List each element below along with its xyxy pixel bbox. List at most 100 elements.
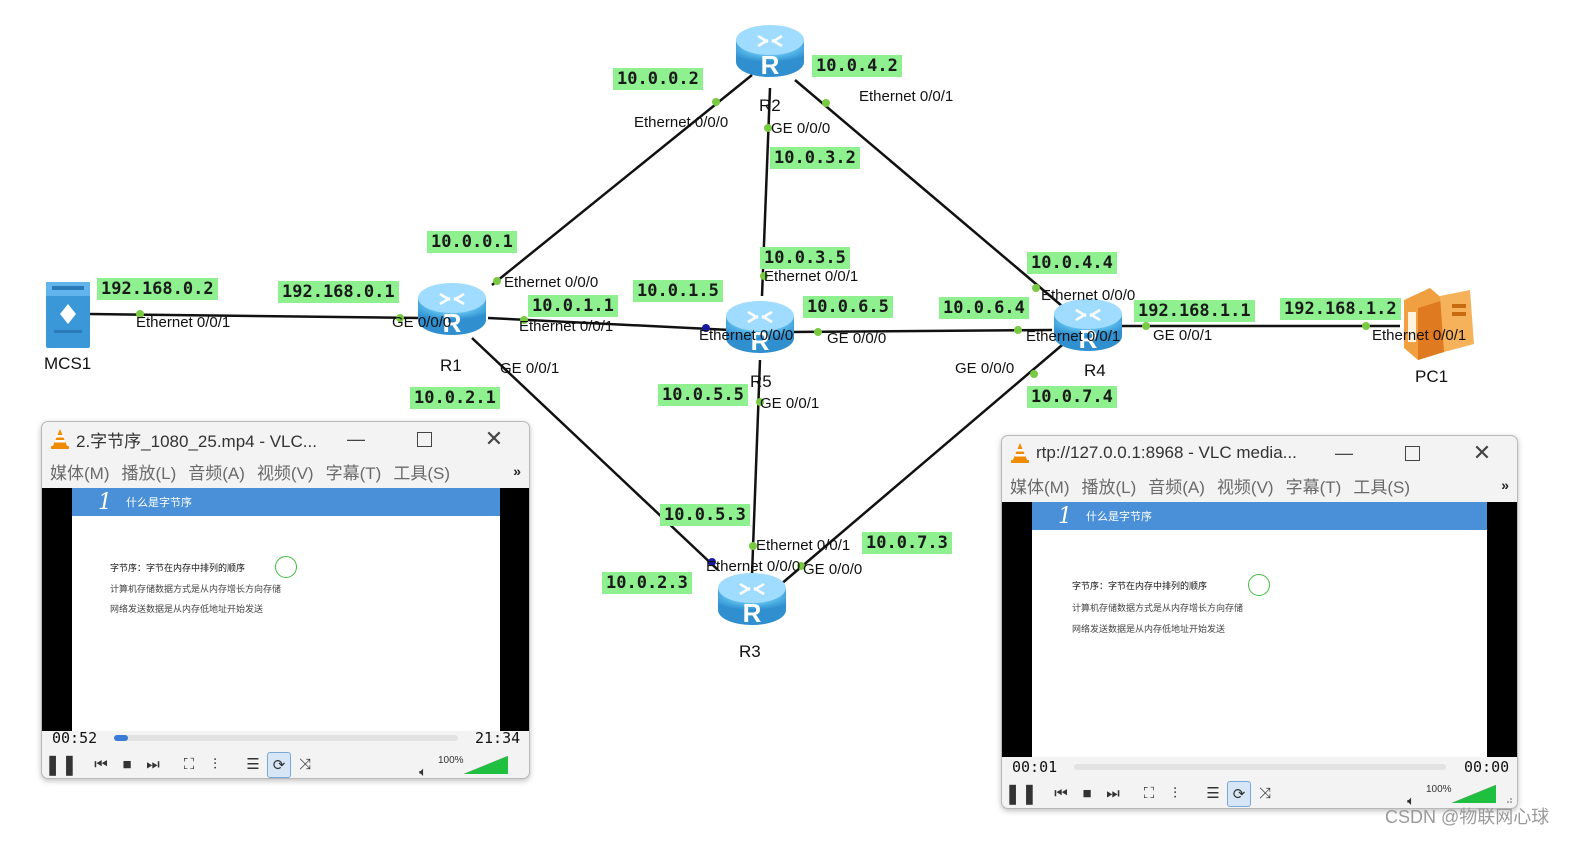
close-icon[interactable]: ✕	[484, 426, 504, 451]
volume-slider[interactable]	[464, 756, 508, 774]
slide-title: 什么是字节序	[126, 497, 192, 509]
ip-label: 192.168.0.2	[97, 278, 218, 300]
stop-icon[interactable]: ■	[122, 755, 132, 773]
slide-text: 计算机存储数据方式是从内存增长方向存储	[1072, 603, 1244, 613]
menu-audio[interactable]: 音频(A)	[1148, 477, 1205, 497]
menu-playback[interactable]: 播放(L)	[121, 463, 177, 483]
menu-media[interactable]: 媒体(M)	[1010, 477, 1070, 497]
next-icon[interactable]: ⏭	[146, 755, 160, 773]
slide-text: 网络发送数据是从内存低地址开始发送	[1072, 624, 1226, 634]
title-bar[interactable]: rtp://127.0.0.1:8968 - VLC media...	[1002, 436, 1517, 470]
slide-header: 1 什么是字节序	[72, 488, 500, 516]
port-label: Ethernet 0/0/0	[504, 274, 599, 291]
loop-icon[interactable]: ⟳	[267, 752, 291, 778]
loop-icon[interactable]: ⟳	[1227, 781, 1251, 807]
ip-label: 10.0.4.4	[1027, 252, 1117, 274]
cursor-indicator	[1248, 574, 1270, 596]
stop-icon[interactable]: ■	[1082, 784, 1092, 802]
port-label: Ethernet 0/0/1	[1026, 328, 1121, 345]
port-label: Ethernet 0/0/1	[519, 318, 614, 335]
pause-icon[interactable]: ❚❚	[44, 753, 78, 776]
ip-label: 10.0.7.3	[862, 532, 952, 554]
shuffle-icon[interactable]: ⤨	[298, 755, 311, 773]
previous-icon[interactable]: ⏮	[1054, 784, 1068, 802]
playlist-icon[interactable]: ☰	[246, 756, 260, 773]
port-label: Ethernet 0/0/1	[859, 88, 954, 105]
minimize-icon[interactable]: —	[1335, 442, 1353, 463]
port-label: GE 0/0/1	[760, 395, 820, 412]
ip-label: 10.0.0.2	[613, 68, 703, 90]
maximize-icon[interactable]	[406, 426, 442, 452]
slide-text: 字节序：字节在内存中排列的顺序	[110, 563, 246, 573]
minimize-icon[interactable]: —	[347, 428, 365, 449]
vlc-window-left[interactable]: 2.字节序_1080_25.mp4 - VLC... — ✕ 媒体(M) 播放(…	[41, 421, 530, 779]
menu-tools[interactable]: 工具(S)	[393, 463, 450, 483]
seek-bar[interactable]	[114, 735, 458, 741]
shuffle-icon[interactable]: ⤨	[1258, 784, 1271, 802]
menu-more-icon[interactable]: »	[1501, 477, 1509, 493]
router-r2-icon[interactable]: R	[734, 22, 806, 80]
equalizer-icon[interactable]: ⫶	[1173, 784, 1177, 802]
cursor-indicator	[275, 556, 297, 578]
menu-subtitle[interactable]: 字幕(T)	[325, 463, 382, 483]
port-dot-active	[702, 324, 710, 332]
port-dot	[520, 316, 528, 324]
server-icon[interactable]	[46, 282, 90, 348]
device-label-r5: R5	[750, 372, 772, 391]
ip-label: 192.168.0.1	[278, 281, 399, 303]
router-r3-icon[interactable]: R	[716, 570, 788, 628]
menu-tools[interactable]: 工具(S)	[1353, 477, 1410, 497]
pause-icon[interactable]: ❚❚	[1004, 782, 1038, 805]
port-dot	[797, 562, 805, 570]
menu-playback[interactable]: 播放(L)	[1081, 477, 1137, 497]
vlc-cone-icon	[51, 429, 69, 449]
ip-label: 192.168.1.2	[1280, 298, 1401, 320]
device-label-r1: R1	[440, 356, 462, 375]
port-dot	[814, 328, 822, 336]
menu-subtitle[interactable]: 字幕(T)	[1285, 477, 1342, 497]
ip-label: 10.0.7.4	[1027, 386, 1117, 408]
window-title: 2.字节序_1080_25.mp4 - VLC...	[76, 431, 317, 451]
port-label: Ethernet 0/0/1	[136, 314, 231, 331]
port-label: Ethernet 0/0/0	[706, 558, 801, 575]
ip-label: 10.0.2.1	[410, 387, 500, 409]
close-icon[interactable]: ✕	[1472, 440, 1492, 465]
title-bar[interactable]: 2.字节序_1080_25.mp4 - VLC...	[42, 422, 529, 456]
menu-media[interactable]: 媒体(M)	[50, 463, 110, 483]
link-r5-r4	[789, 328, 1053, 334]
port-label: GE 0/0/0	[827, 330, 887, 347]
speaker-icon[interactable]: 🔈︎	[1407, 793, 1415, 808]
video-area[interactable]: 1 什么是字节序 字节序：字节在内存中排列的顺序 计算机存储数据方式是从内存增长…	[1002, 502, 1517, 757]
router-r5-icon[interactable]: R	[724, 298, 796, 356]
equalizer-icon[interactable]: ⫶	[213, 755, 217, 773]
fullscreen-icon[interactable]: ⛶	[1143, 784, 1155, 802]
ip-label: 10.0.1.5	[633, 280, 723, 302]
pc-icon[interactable]	[1404, 288, 1474, 360]
playlist-icon[interactable]: ☰	[1206, 785, 1220, 802]
previous-icon[interactable]: ⏮	[94, 755, 108, 773]
next-icon[interactable]: ⏭	[1106, 784, 1120, 802]
vlc-window-right[interactable]: rtp://127.0.0.1:8968 - VLC media... — ✕ …	[1001, 435, 1518, 809]
slide-text: 计算机存储数据方式是从内存增长方向存储	[110, 584, 282, 594]
volume-slider[interactable]	[1452, 785, 1496, 803]
video-area[interactable]: 1 什么是字节序 字节序：字节在内存中排列的顺序 计算机存储数据方式是从内存增长…	[42, 488, 529, 731]
menu-video[interactable]: 视频(V)	[1216, 477, 1274, 497]
speaker-icon[interactable]: 🔈︎	[419, 764, 427, 779]
port-label: GE 0/0/0	[392, 314, 452, 331]
fullscreen-icon[interactable]: ⛶	[183, 755, 195, 773]
port-dot	[712, 98, 720, 106]
maximize-icon[interactable]	[1394, 440, 1430, 466]
svg-text:R: R	[743, 598, 762, 628]
router-r1-icon[interactable]: R	[416, 280, 488, 338]
resize-grip-icon[interactable]	[1505, 796, 1513, 804]
device-label-r2: R2	[759, 96, 781, 115]
menu-audio[interactable]: 音频(A)	[188, 463, 245, 483]
slide-text: 字节序：字节在内存中排列的顺序	[1072, 581, 1208, 591]
slide-text: 网络发送数据是从内存低地址开始发送	[110, 604, 264, 614]
svg-text:R: R	[761, 50, 780, 80]
menu-bar: 媒体(M) 播放(L) 音频(A) 视频(V) 字幕(T) 工具(S) »	[1002, 472, 1517, 498]
router-r4-icon[interactable]: R	[1052, 296, 1124, 354]
menu-more-icon[interactable]: »	[513, 463, 521, 479]
menu-video[interactable]: 视频(V)	[256, 463, 314, 483]
seek-bar[interactable]	[1074, 764, 1446, 770]
